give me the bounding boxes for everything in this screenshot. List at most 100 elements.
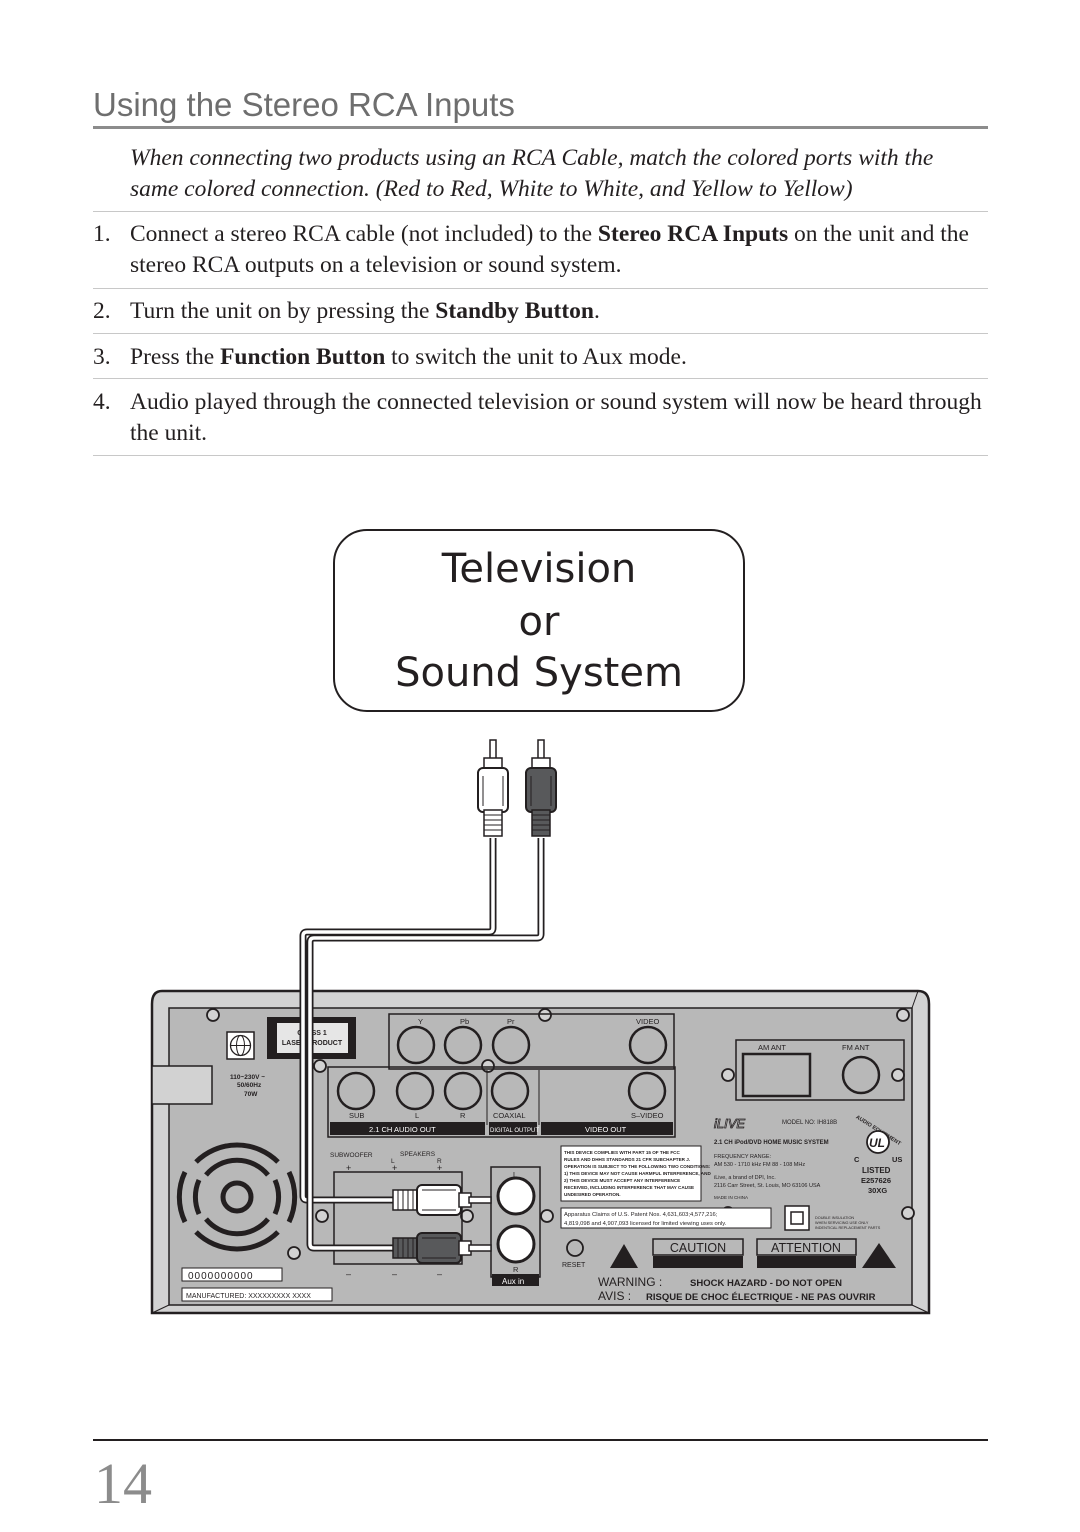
divider <box>93 211 988 212</box>
ul-text: UL <box>869 1136 885 1150</box>
plus-sign: + <box>346 1163 351 1173</box>
divider <box>93 378 988 379</box>
aux-l-label: L <box>513 1170 517 1179</box>
speaker-r-label: R <box>437 1158 442 1165</box>
reset-label: RESET <box>562 1262 586 1269</box>
step-number: 4. <box>93 389 111 415</box>
frequency-range: AM 530 - 1710 kHz FM 88 - 108 MHz <box>714 1162 805 1168</box>
video-out-label: VIDEO OUT <box>585 1125 627 1134</box>
am-ant-label: AM ANT <box>758 1043 786 1052</box>
patent-label: Apparatus Claims of U.S. Patent Nos. 4,6… <box>560 1207 772 1229</box>
pb-label: Pb <box>460 1017 469 1026</box>
fcc-line: 2) THIS DEVICE MUST ACCEPT ANY INTERFERE… <box>564 1178 680 1183</box>
avis-label: AVIS : <box>598 1289 631 1303</box>
y-label: Y <box>418 1017 423 1026</box>
minus-sign: – <box>392 1269 397 1279</box>
sub-label: SUB <box>349 1111 364 1120</box>
l-label: L <box>415 1111 419 1120</box>
attention-text: ATTENTION <box>771 1241 841 1255</box>
ul-c-text: C <box>854 1155 860 1164</box>
globe-icon <box>226 1031 255 1060</box>
title-underline <box>93 126 988 129</box>
frequency-label: FREQUENCY RANGE: <box>714 1154 772 1160</box>
video-jack-block: Y Pb Pr VIDEO <box>388 1013 675 1070</box>
step-highlight: Stereo RCA Inputs <box>597 221 789 247</box>
step-number: 1. <box>93 221 111 247</box>
watts-text: 70W <box>244 1091 258 1098</box>
fcc-line: RECEIVED, INCLUDING INTERFERENCE THAT MA… <box>564 1185 694 1190</box>
page-number: 14 <box>94 1451 152 1516</box>
audio-out-label: 2.1 CH AUDIO OUT <box>369 1125 436 1134</box>
double-insulation-text: INDENTICAL REPLACEMENT PARTS <box>815 1226 881 1230</box>
divider <box>93 333 988 334</box>
double-insulation-icon: DOUBLE INSULATION WHEN SERVICING USE ONL… <box>784 1205 881 1231</box>
maker-line: iLive, a brand of DPI, Inc. <box>714 1175 776 1181</box>
fcc-line: OPERATION IS SUBJECT TO THE FOLLOWING TW… <box>564 1164 711 1169</box>
red-rca-plug-icon <box>525 739 557 837</box>
plus-sign: + <box>392 1163 397 1173</box>
r-label: R <box>460 1111 466 1120</box>
aux-in-jacks: L R Aux in <box>490 1166 541 1286</box>
double-insulation-text: DOUBLE INSULATION <box>815 1216 854 1220</box>
pr-label: Pr <box>507 1017 515 1026</box>
speaker-l-label: L <box>391 1158 395 1165</box>
digital-output-label: DIGITAL OUTPUT <box>490 1128 539 1134</box>
minus-sign: – <box>437 1269 442 1279</box>
avis-text: RISQUE DE CHOC ÉLECTRIQUE - NE PAS OUVRI… <box>646 1292 876 1303</box>
speaker-terminals: SUBWOOFER SPEAKERS L R + + + – – – <box>330 1151 463 1279</box>
fcc-line: RULES AND DHHS STANDARDS 21 CFR SUBCHAPT… <box>564 1157 690 1162</box>
ul-code: 30XG <box>868 1186 887 1195</box>
rca-cable <box>299 838 545 1252</box>
step-highlight: Standby Button <box>435 298 594 324</box>
hz-text: 50/60Hz <box>237 1082 262 1089</box>
fcc-line: 1) THIS DEVICE MAY NOT CAUSE HARMFUL INT… <box>564 1171 711 1176</box>
footer-rule <box>93 1439 988 1441</box>
manufactured-label: MANUFACTURED: XXXXXXXXX XXXX <box>186 1293 311 1300</box>
listed-text: LISTED <box>862 1166 891 1175</box>
divider <box>93 288 988 289</box>
step-text: Audio played through the connected telev… <box>130 389 982 446</box>
speakers-label: SPEAKERS <box>400 1151 436 1158</box>
double-insulation-text: WHEN SERVICING USE ONLY <box>815 1221 869 1225</box>
red-rca-plug-side-icon <box>392 1232 492 1264</box>
made-in-label: MADE IN CHINA <box>714 1195 748 1200</box>
device-box-line: or <box>518 599 560 645</box>
fcc-line: THIS DEVICE COMPLIES WITH PART 15 OF THE… <box>564 1150 680 1155</box>
warning-label: WARNING : <box>598 1275 662 1289</box>
step-text: Press the <box>130 344 221 370</box>
divider <box>93 455 988 456</box>
audio-out-block: SUB L R COAXIAL S–VIDEO 2.1 CH AUDIO OUT… <box>327 1066 676 1138</box>
model-info: iLIVE MODEL NO: IH818B 2.1 CH iPod/DVD H… <box>714 1116 838 1200</box>
step-number: 3. <box>93 344 111 370</box>
white-rca-plug-side-icon <box>392 1184 492 1216</box>
step-highlight: Function Button <box>220 344 386 370</box>
ul-us-text: US <box>892 1155 902 1164</box>
step-text: . <box>594 298 600 324</box>
caution-warning-label: CAUTION ATTENTION WARNING : SHOCK HAZARD… <box>598 1238 896 1303</box>
screw-icons <box>206 1008 915 1260</box>
plus-sign: + <box>437 1163 442 1173</box>
ul-code: E257626 <box>861 1176 891 1185</box>
minus-sign: – <box>346 1269 351 1279</box>
voltage-text: 110~230V ~ <box>230 1074 265 1081</box>
model-number: MODEL NO: IH818B <box>782 1120 837 1126</box>
page-title: Using the Stereo RCA Inputs <box>93 86 515 123</box>
device-box-line: Sound System <box>395 650 683 696</box>
brand-logo: iLIVE <box>714 1116 745 1131</box>
aux-in-label: Aux in <box>502 1277 524 1286</box>
television-or-sound-system-box: Television or Sound System <box>333 529 745 712</box>
product-name: 2.1 CH iPod/DVD HOME MUSIC SYSTEM <box>714 1140 829 1146</box>
step-text: Turn the unit on by pressing the <box>130 298 436 324</box>
coaxial-label: COAXIAL <box>493 1111 526 1120</box>
device-box-line: Television <box>441 546 637 592</box>
caution-text: CAUTION <box>670 1241 726 1255</box>
step-number: 2. <box>93 298 111 324</box>
antenna-block: AM ANT FM ANT <box>735 1039 905 1101</box>
warning-text: SHOCK HAZARD - DO NOT OPEN <box>690 1278 842 1289</box>
fcc-label: THIS DEVICE COMPLIES WITH PART 15 OF THE… <box>560 1145 711 1202</box>
step-text: on the unit and the stereo RCA outputs o… <box>130 221 969 278</box>
maker-line: 2116 Carr Street, St. Louis, MO 63106 US… <box>714 1183 821 1189</box>
white-rca-plug-icon <box>477 739 509 837</box>
svideo-label: S–VIDEO <box>631 1111 664 1120</box>
